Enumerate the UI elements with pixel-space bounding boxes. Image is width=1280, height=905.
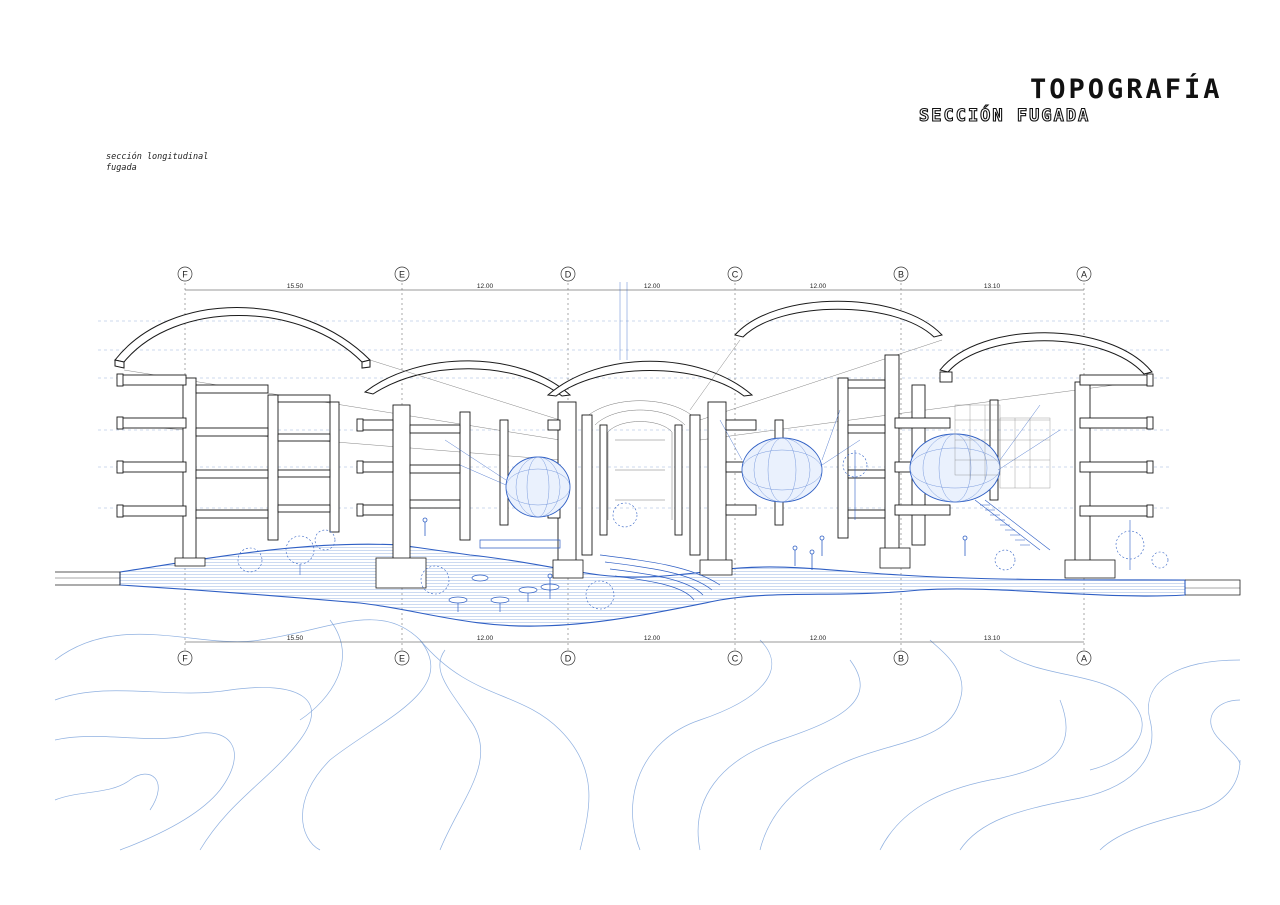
axis-label-b-bottom: B [898, 654, 904, 664]
people-figures [422, 517, 968, 592]
beam-ends [116, 373, 1154, 518]
axis-label-a-top: A [1081, 270, 1087, 280]
note-line-1: sección longitudinal [106, 152, 209, 162]
pod-cables [444, 282, 1061, 486]
dimension-top-d-c: 12.00 [644, 283, 661, 290]
person-figure [809, 549, 815, 570]
amphitheatre-steps [479, 539, 721, 601]
axis-label-b-top: B [898, 270, 904, 280]
dimension-bottom-c-b: 12.00 [810, 635, 827, 642]
axis-marker-d-top: D [560, 266, 576, 282]
dimension-bottom-f-e: 15.50 [287, 635, 304, 642]
dimension-bottom-d-c: 12.00 [644, 635, 661, 642]
axis-label-d-top: D [565, 270, 572, 280]
axis-marker-b-top: B [893, 266, 909, 282]
dimension-top-f-e: 15.50 [287, 283, 304, 290]
axis-marker-b-bottom: B [893, 650, 909, 666]
dimension-labels-bottom: 15.50 12.00 12.00 12.00 13.10 [287, 635, 1001, 642]
section-note: sección longitudinal fugada [106, 152, 208, 174]
drawing-subtitle: SECCIÓN FUGADA [918, 105, 1091, 126]
staircase [974, 499, 1051, 551]
dimension-lines [185, 289, 1084, 643]
vegetation [237, 450, 1169, 610]
axis-marker-f-bottom: F [177, 650, 193, 666]
axis-label-e-bottom: E [399, 654, 405, 664]
axis-marker-f-top: F [177, 266, 193, 282]
dimension-bottom-b-a: 13.10 [984, 635, 1001, 642]
axis-marker-a-top: A [1076, 266, 1092, 282]
axis-marker-c-top: C [727, 266, 743, 282]
dimension-bottom-e-d: 12.00 [477, 635, 494, 642]
dimension-top-c-b: 12.00 [810, 283, 827, 290]
axis-label-f-top: F [182, 270, 188, 280]
axis-marker-c-bottom: C [727, 650, 743, 666]
axis-marker-e-top: E [394, 266, 410, 282]
drawing-title: TOPOGRAFÍA [1030, 74, 1223, 105]
person-figure [422, 517, 428, 536]
axis-label-f-bottom: F [182, 654, 188, 664]
pod-left [505, 456, 571, 518]
axis-markers-bottom: F E D C B A [177, 650, 1092, 666]
column-pedestals [174, 547, 1116, 589]
person-figure [547, 573, 553, 592]
inflatable-pods [505, 433, 1001, 518]
distant-vault-ribs [584, 400, 696, 520]
note-line-2: fugada [106, 163, 137, 173]
axis-label-d-bottom: D [565, 654, 572, 664]
vaulted-roofs [114, 300, 1153, 397]
dimension-labels-top: 15.50 12.00 12.00 12.00 13.10 [287, 283, 1001, 290]
topography-contours [54, 619, 1241, 851]
level-lines [98, 320, 1172, 509]
axis-marker-a-bottom: A [1076, 650, 1092, 666]
axis-marker-d-bottom: D [560, 650, 576, 666]
axis-label-c-bottom: C [732, 654, 739, 664]
axis-markers-top: F E D C B A [177, 266, 1092, 282]
axis-marker-e-bottom: E [394, 650, 410, 666]
ground-platform [55, 543, 1241, 627]
person-figure [792, 545, 798, 566]
background-facade [954, 404, 1051, 489]
axis-label-c-top: C [732, 270, 739, 280]
person-figure [819, 535, 825, 556]
axis-label-e-top: E [399, 270, 405, 280]
axis-label-a-bottom: A [1081, 654, 1087, 664]
dimension-top-b-a: 13.10 [984, 283, 1001, 290]
dimension-top-e-d: 12.00 [477, 283, 494, 290]
person-figure [962, 535, 968, 556]
